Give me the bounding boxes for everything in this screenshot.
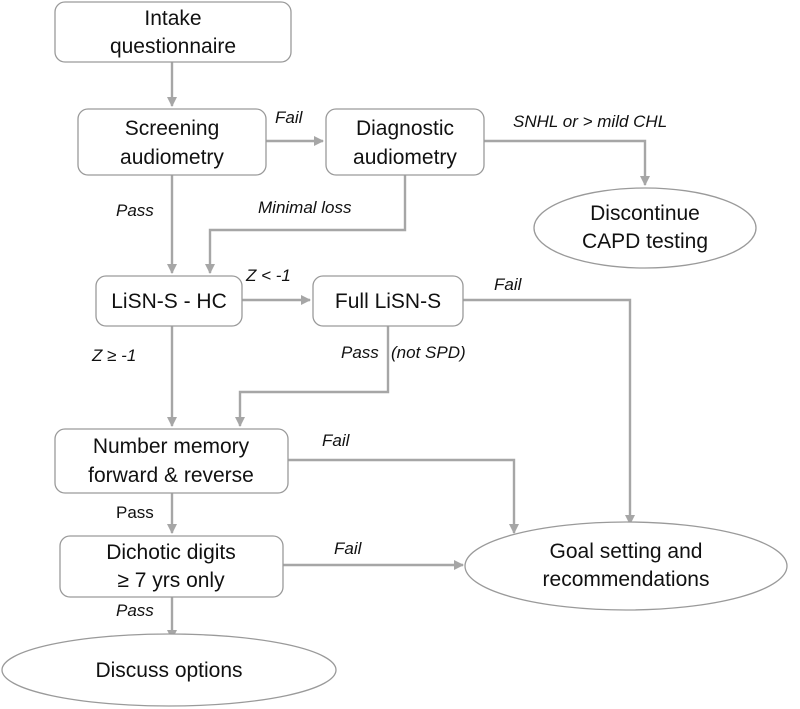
label-hc-z-ok: Z ≥ -1 [91, 346, 136, 365]
node-intake-line-2: questionnaire [110, 35, 236, 58]
node-intake: Intake questionnaire [54, 1, 292, 63]
node-discuss-line-1: Discuss options [95, 659, 242, 682]
node-number-memory-line-2: forward & reverse [88, 464, 254, 487]
node-dichotic-line-1: Dichotic digits [106, 541, 236, 564]
edge-full-lisn-to-goal [463, 298, 635, 525]
label-memory-fail: Fail [322, 431, 351, 450]
node-screening-line-1: Screening [125, 117, 220, 140]
label-dichotic-fail: Fail [334, 539, 363, 558]
node-dichotic-line-2: ≥ 7 yrs only [117, 569, 225, 592]
edge-labels: Fail Pass SNHL or > mild CHL Minimal los… [91, 108, 667, 620]
edges [167, 62, 650, 640]
node-number-memory: Number memory forward & reverse [54, 428, 289, 494]
node-lisn-hc-line-1: LiSN-S - HC [111, 290, 227, 313]
node-discuss-options: Discuss options [1, 633, 337, 707]
edge-number-memory-to-goal [288, 458, 519, 534]
node-intake-line-1: Intake [144, 7, 201, 30]
node-screening-audiometry: Screening audiometry [77, 108, 267, 176]
edge-full-lisn-to-number-memory [235, 326, 390, 427]
label-dichotic-pass: Pass [116, 601, 154, 620]
label-hc-z-low: Z < -1 [245, 266, 291, 285]
node-goal-line-2: recommendations [543, 568, 710, 591]
label-memory-pass: Pass [116, 503, 154, 522]
label-diagnostic-minimal: Minimal loss [258, 198, 352, 217]
edge-diagnostic-to-lisn-hc [205, 175, 407, 274]
node-diagnostic-line-2: audiometry [353, 146, 457, 169]
node-lisn-s-hc: LiSN-S - HC [95, 275, 243, 327]
label-full-fail: Fail [494, 275, 523, 294]
node-screening-line-2: audiometry [120, 146, 224, 169]
edge-diagnostic-to-discontinue [484, 139, 650, 186]
node-dichotic-digits: Dichotic digits ≥ 7 yrs only [59, 535, 284, 598]
node-full-lisn-line-1: Full LiSN-S [335, 290, 441, 313]
node-goal-setting: Goal setting and recommendations [464, 521, 788, 611]
node-diagnostic-line-1: Diagnostic [356, 117, 454, 140]
label-screening-fail: Fail [275, 108, 304, 127]
node-discontinue: Discontinue CAPD testing [533, 187, 757, 269]
node-diagnostic-audiometry: Diagnostic audiometry [325, 108, 485, 176]
label-diagnostic-snhl: SNHL or > mild CHL [513, 112, 667, 131]
node-full-lisn-s: Full LiSN-S [312, 275, 464, 327]
node-goal-line-1: Goal setting and [550, 540, 703, 563]
node-number-memory-line-1: Number memory [93, 435, 250, 458]
node-discontinue-line-1: Discontinue [590, 202, 700, 225]
label-full-pass: Pass [341, 343, 379, 362]
node-discontinue-line-2: CAPD testing [582, 230, 708, 253]
label-full-pass-note: (not SPD) [391, 343, 466, 362]
label-screening-pass: Pass [116, 201, 154, 220]
